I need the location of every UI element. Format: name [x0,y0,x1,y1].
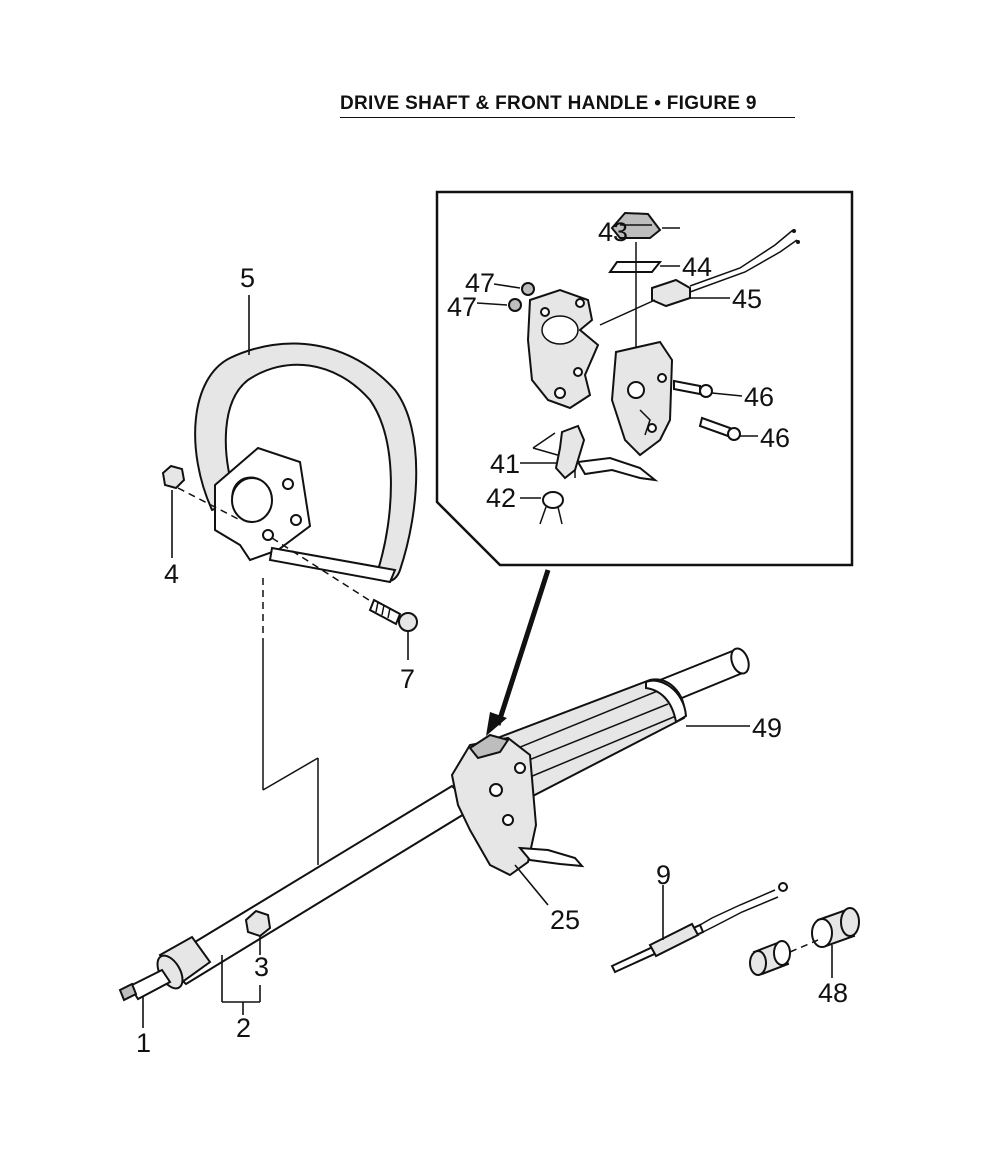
callout-7: 7 [400,664,415,694]
front-handle-5 [194,295,418,584]
throttle-trigger-41 [520,424,659,482]
switch-cover-43 [610,211,680,239]
callout-44: 44 [682,252,712,282]
handle-half-left [526,288,600,410]
nut-3 [244,909,272,955]
callout-41: 41 [490,449,520,479]
callout-46b: 46 [760,423,790,453]
callout-5: 5 [240,263,255,293]
callout-2: 2 [236,1013,251,1043]
detail-arrow [486,569,551,736]
shaft-tube-2 [118,784,476,1028]
handle-half-right [610,340,674,457]
figure-title: DRIVE SHAFT & FRONT HANDLE • FIGURE 9 [340,93,795,118]
callout-49: 49 [752,713,782,743]
callout-25: 25 [550,905,580,935]
callout-3: 3 [254,952,269,982]
nut-47b [476,298,522,312]
spring-42 [520,491,564,525]
flex-shaft-9 [610,882,788,974]
callout-9: 9 [656,860,671,890]
callout-45: 45 [732,284,762,314]
screw-7 [368,598,418,660]
throttle-housing-25 [450,733,585,906]
callout-47a: 47 [465,268,495,298]
plate-44 [608,261,680,273]
callout-47b: 47 [447,292,477,322]
screw-46a [673,379,743,398]
callout-42: 42 [486,483,516,513]
handle-dash-leaders [177,487,373,865]
callout-48: 48 [818,978,848,1008]
screw-46b [698,416,758,441]
inset-dash-lines [532,242,656,478]
grip-49 [490,678,750,802]
bushing-48 [749,907,860,978]
nut-4 [161,464,186,558]
callout-4: 4 [164,559,179,589]
nut-47a [493,282,535,296]
callout-46a: 46 [744,382,774,412]
callout-1: 1 [136,1028,151,1058]
callout-43: 43 [598,217,628,247]
switch-45 [651,229,800,308]
